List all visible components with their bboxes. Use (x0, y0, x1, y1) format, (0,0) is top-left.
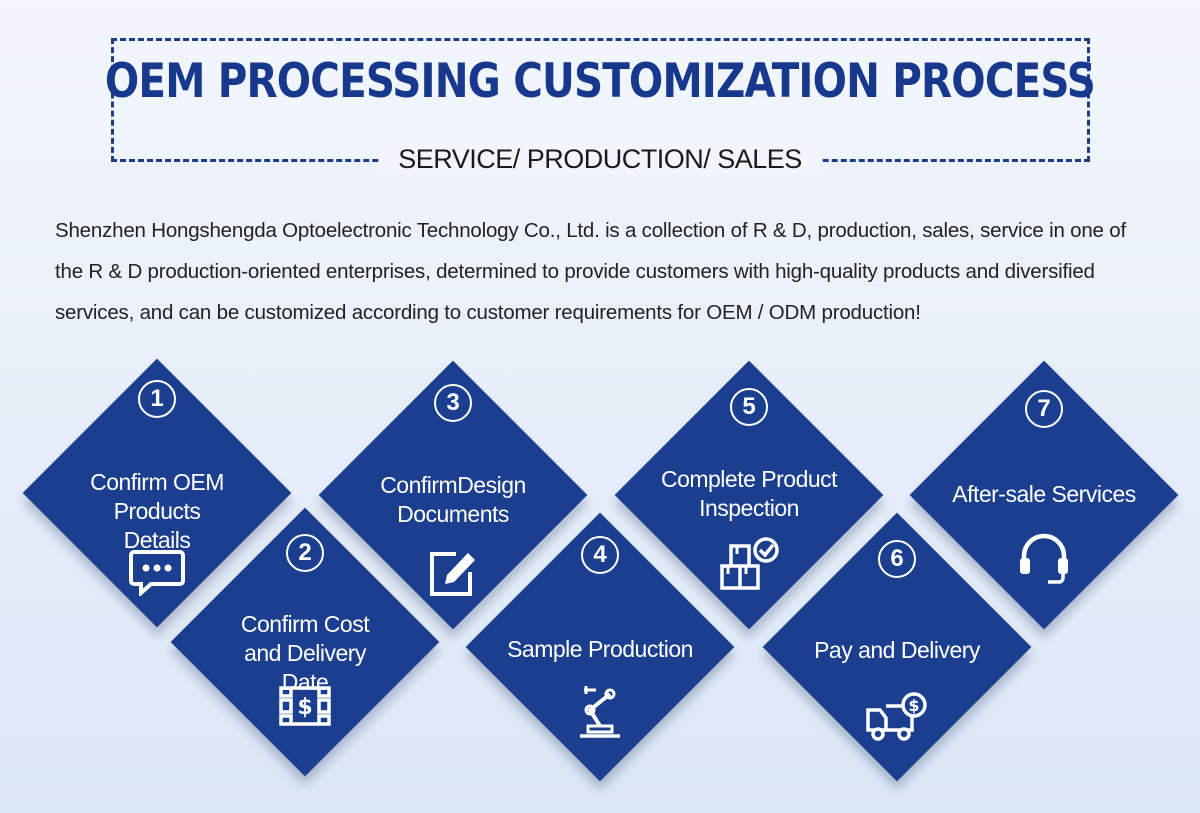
page-subtitle: SERVICE/ PRODUCTION/ SALES (0, 144, 1200, 174)
step-7: 7 After-sale Services (909, 390, 1179, 584)
edit-document-icon (430, 552, 475, 596)
delivery-truck-dollar-icon: $ (866, 692, 927, 741)
step-4: 4 Sample Production (465, 536, 735, 738)
step-number: 4 (581, 536, 619, 574)
step-number: 5 (730, 388, 768, 426)
step-label: After-sale Services (952, 481, 1136, 507)
ticket-dollar-icon: $ (279, 686, 331, 726)
svg-text:$: $ (908, 696, 919, 715)
step-label: Complete Product Inspection (660, 466, 838, 521)
step-number: 2 (286, 534, 324, 572)
step-label: ConfirmDesign Documents (380, 472, 526, 527)
step-3: 3 ConfirmDesign Documents (318, 384, 588, 596)
svg-text:$: $ (297, 695, 312, 720)
robot-arm-icon (580, 686, 620, 738)
page-title: OEM PROCESSING CUSTOMIZATION PROCESS (104, 54, 1096, 109)
company-description: Shenzhen Hongshengda Optoelectronic Tech… (55, 219, 1126, 324)
step-label: Confirm OEM Products Details (90, 469, 224, 553)
step-number: 7 (1025, 390, 1063, 428)
step-2: 2 Confirm Cost and Delivery Date $ (170, 534, 440, 726)
boxes-check-icon (720, 537, 779, 590)
step-number: 3 (434, 384, 472, 422)
step-5: 5 Complete Product Inspection (614, 388, 884, 590)
step-number: 1 (138, 380, 176, 418)
headset-icon (1020, 533, 1068, 584)
chat-bubble-icon (129, 550, 185, 596)
step-label: Pay and Delivery (814, 637, 980, 663)
step-label: Confirm Cost and Delivery Date (240, 611, 370, 695)
step-number: 6 (878, 540, 916, 578)
step-6: 6 Pay and Delivery $ (762, 540, 1032, 741)
step-1: 1 Confirm OEM Products Details (22, 380, 292, 596)
step-label: Sample Production (507, 636, 693, 662)
